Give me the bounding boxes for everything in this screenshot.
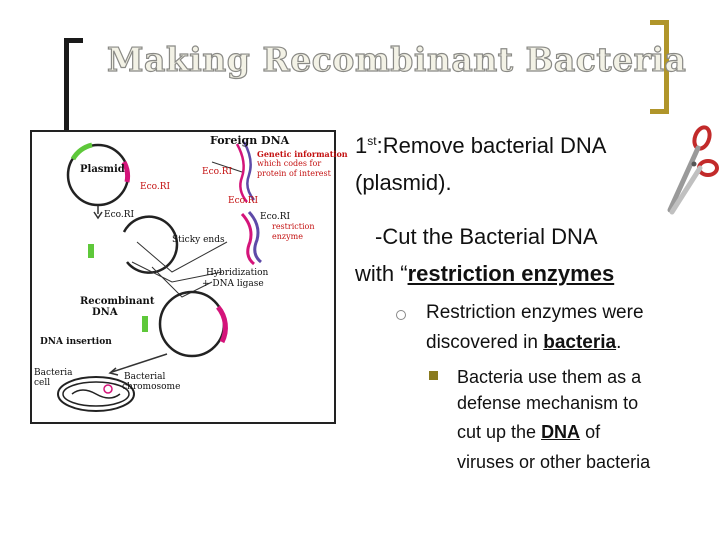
label-restriction: restriction	[272, 222, 315, 231]
label-cell: cell	[34, 378, 51, 388]
step-heading: 1st:Remove bacterial DNA	[355, 133, 607, 158]
label-ecori-right: Eco.RI	[260, 212, 291, 222]
bullet1-line2: discovered in bacteria.	[426, 332, 622, 353]
label-foreign-dna: Foreign DNA	[210, 134, 290, 147]
bullet1-line1: Restriction enzymes were	[426, 302, 644, 323]
sub-bullet-line2: defense mechanism to	[457, 393, 639, 413]
restriction-enzymes-text: with “restriction enzymes	[355, 261, 615, 286]
label-genetic-info-1: Genetic information	[257, 149, 348, 159]
label-recombinant-dna: DNA	[92, 307, 118, 318]
label-enzyme: enzyme	[272, 232, 303, 241]
label-ecori-strand: Eco.RI	[228, 196, 259, 206]
label-genetic-info-2: which codes for	[257, 159, 322, 168]
sub-bullet-line4: viruses or other bacteria	[457, 452, 651, 472]
label-sticky-ends: Sticky ends	[172, 235, 225, 245]
label-plasmid: Plasmid	[80, 164, 125, 175]
circle-bullet-icon	[396, 310, 406, 320]
step-heading-cont: (plasmid).	[355, 170, 452, 195]
right-bracket-decoration	[650, 20, 669, 114]
label-genetic-info-3: protein of interest	[257, 169, 331, 178]
label-bacteria: Bacteria	[34, 368, 73, 378]
cut-text: -Cut the Bacterial DNA	[375, 224, 598, 249]
sub-bullet-line1: Bacteria use them as a	[457, 367, 642, 387]
label-dna-ligase: + DNA ligase	[202, 279, 264, 289]
label-recombinant: Recombinant	[80, 296, 155, 307]
label-ecori-top-right: Eco.RI	[202, 167, 233, 177]
scissors-icon	[667, 125, 719, 215]
label-ecori-left: Eco.RI	[104, 210, 135, 220]
sub-bullet-line3: cut up the DNA of	[457, 422, 601, 442]
label-bacterial: Bacterial	[124, 372, 166, 382]
label-ecori-plasmid: Eco.RI	[140, 182, 171, 192]
recombinant-dna-diagram: Foreign DNA Genetic information which co…	[30, 130, 348, 424]
diagram-graphics	[57, 141, 263, 412]
label-dna-insertion: DNA insertion	[40, 337, 112, 347]
label-chromosome: chromosome	[122, 382, 181, 392]
label-hybridization: Hybridization	[206, 268, 269, 278]
slide-title: Making Recombinant Bacteria	[106, 39, 687, 79]
square-bullet-icon	[429, 371, 438, 380]
left-bracket-decoration	[64, 38, 83, 136]
